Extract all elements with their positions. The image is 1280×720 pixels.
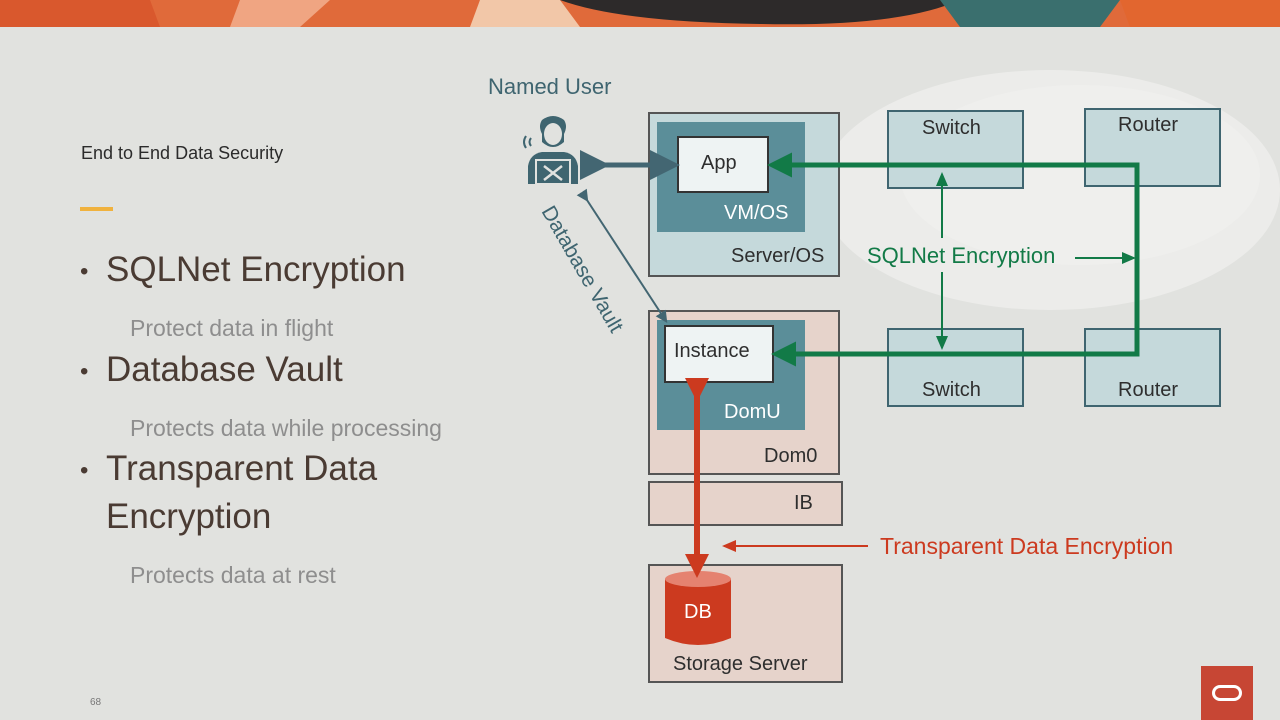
slide-subtitle: End to End Data Security [81,143,284,163]
named-user-label: Named User [488,74,612,99]
storage-server-label: Storage Server [673,653,808,675]
router-top-box [1084,108,1221,187]
page-number: 68 [90,697,102,708]
bullet-title: SQLNet Encryption [106,250,406,289]
user-icon [523,116,578,185]
switch-top-box [887,110,1024,189]
db-label: DB [684,601,712,623]
database-vault-arrow [576,188,668,324]
switch-top-label: Switch [922,117,981,139]
ib-box [648,481,843,526]
bullet-tde: • Transparent Data [80,449,377,489]
database-vault-label: Database Vault [537,202,628,337]
bullet-database-vault: • Database Vault [80,350,343,390]
bullet-tde-line2: Encryption [106,497,272,536]
sqlnet-encryption-label: SQLNet Encryption [867,243,1056,268]
bullet-dot-icon: • [80,257,89,285]
bullet-sqlnet: • SQLNet Encryption [80,250,406,290]
bullet-dot-icon: • [80,357,89,385]
vm-os-label: VM/OS [724,202,789,224]
decorative-banner [0,0,1280,27]
bullet-title: Database Vault [106,350,343,389]
bullet-sqlnet-description: Protect data in flight [130,315,334,341]
bullet-title: Transparent Data [106,449,378,488]
tde-label: Transparent Data Encryption [880,533,1174,559]
router-bottom-box [1084,328,1221,407]
switch-bottom-box [887,328,1024,407]
app-box [677,136,769,193]
oracle-ring-icon [1212,685,1242,701]
bullet-dot-icon: • [80,456,89,484]
app-label: App [701,152,737,174]
instance-label: Instance [674,340,750,362]
domu-label: DomU [724,401,781,423]
dom0-label: Dom0 [764,445,818,467]
router-bottom-label: Router [1118,379,1179,401]
sqlnet-path-to-instance [771,226,1140,367]
database-icon [665,571,731,645]
bullet-tde-description: Protects data at rest [130,562,336,588]
switch-bottom-label: Switch [922,379,981,401]
server-os-label: Server/OS [731,245,825,267]
sqlnet-path-to-app [767,152,1140,226]
oracle-logo [1201,666,1253,720]
accent-divider [80,207,113,211]
router-top-label: Router [1118,114,1179,136]
instance-box [664,325,774,383]
ib-label: IB [794,492,813,514]
bullet-vault-description: Protects data while processing [130,415,442,441]
